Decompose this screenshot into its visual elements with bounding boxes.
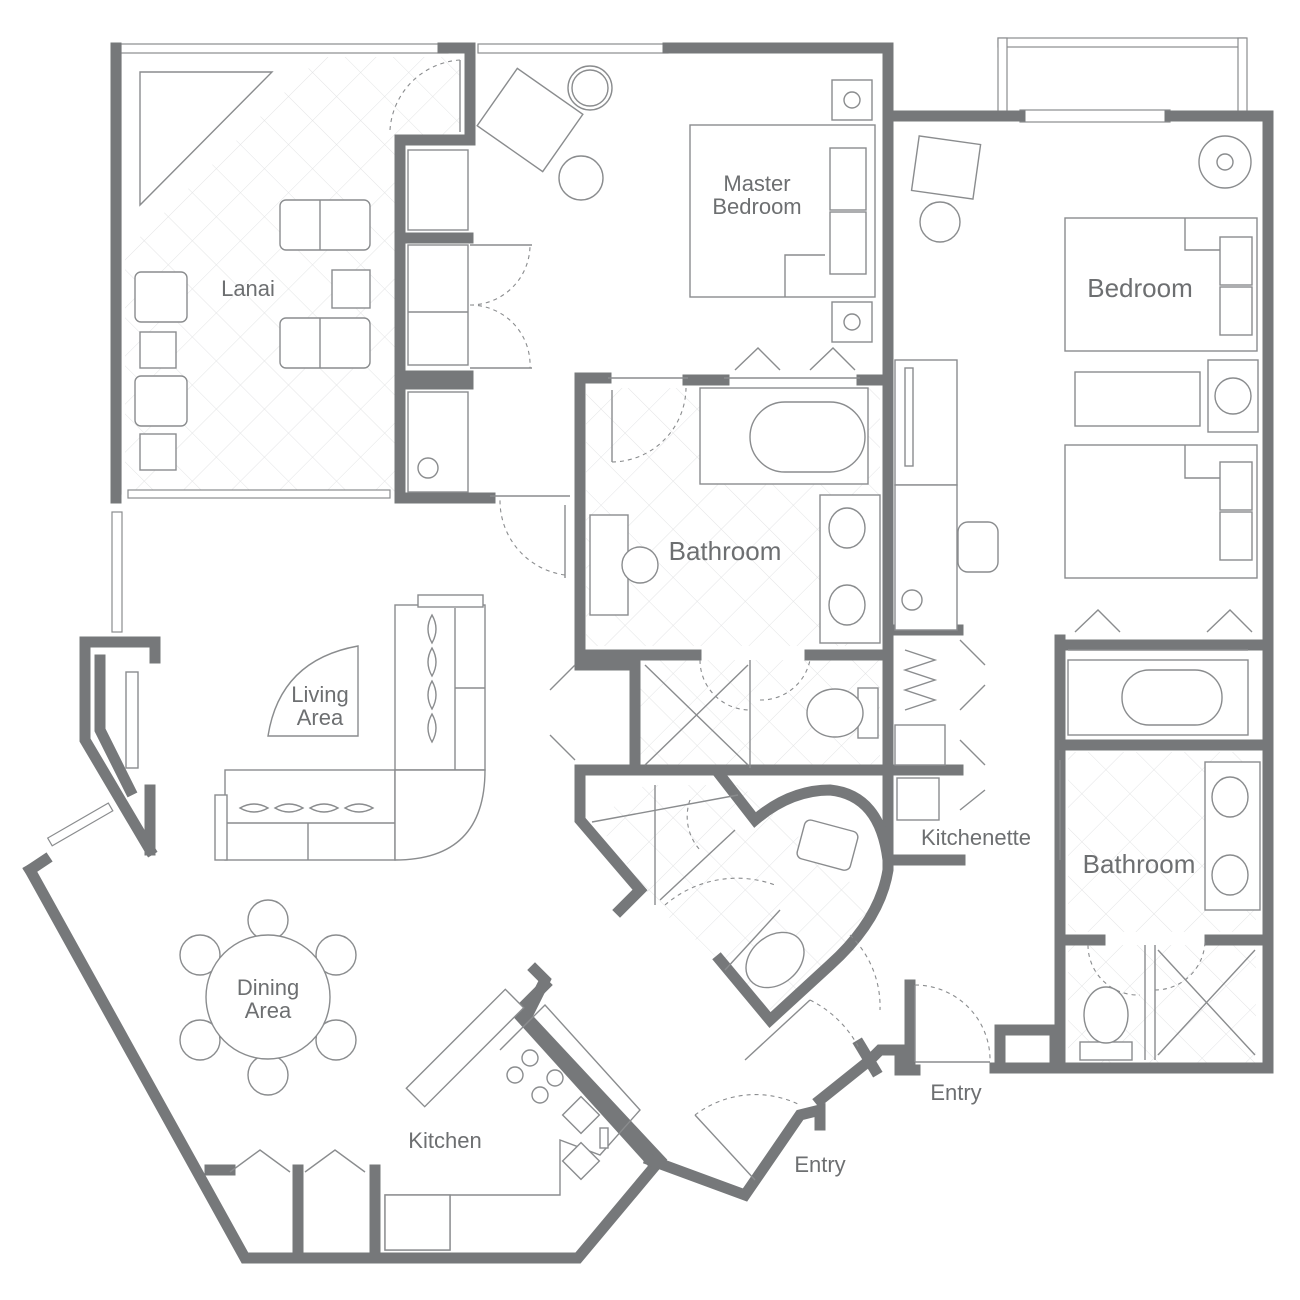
label-living-area-2: Area (297, 705, 344, 730)
label-kitchenette: Kitchenette (921, 825, 1031, 850)
lanai-chair (134, 271, 188, 323)
bedroom-furniture (894, 135, 1259, 633)
label-lanai: Lanai (221, 276, 275, 301)
label-bathroom-second: Bathroom (1083, 849, 1196, 879)
label-dining-area-2: Area (245, 998, 292, 1023)
label-dining-area-1: Dining (237, 975, 299, 1000)
label-entry-second: Entry (794, 1152, 845, 1177)
label-bathroom-master: Bathroom (669, 536, 782, 566)
label-master-bedroom-1: Master (723, 171, 790, 196)
master-bedroom-furniture (407, 65, 876, 493)
powder-room-fixtures (591, 785, 859, 989)
label-entry-main: Entry (930, 1080, 981, 1105)
master-bathroom-fixtures (499, 387, 881, 766)
partitions (490, 377, 1248, 1060)
living-area-furniture (125, 594, 486, 861)
label-master-bedroom-2: Bedroom (712, 194, 801, 219)
entry-doors (694, 934, 991, 1181)
lanai-furniture (134, 59, 461, 471)
walls (22, 42, 1274, 1264)
label-living-area-1: Living (291, 682, 348, 707)
chaise-lounge (279, 317, 371, 369)
label-bedroom: Bedroom (1087, 273, 1193, 303)
kitchenette-fixtures (894, 639, 986, 821)
label-kitchen: Kitchen (408, 1128, 481, 1153)
dining-area-furniture (179, 899, 357, 1096)
kitchen-fixtures (229, 988, 641, 1251)
room-labels: Lanai Master Bedroom Bedroom Bathroom Li… (221, 171, 1195, 1177)
lanai-chair (134, 375, 188, 427)
chaise-lounge (279, 199, 371, 251)
sofa-cushion-leaves (238, 613, 437, 813)
second-bathroom-fixtures (1067, 659, 1261, 1061)
